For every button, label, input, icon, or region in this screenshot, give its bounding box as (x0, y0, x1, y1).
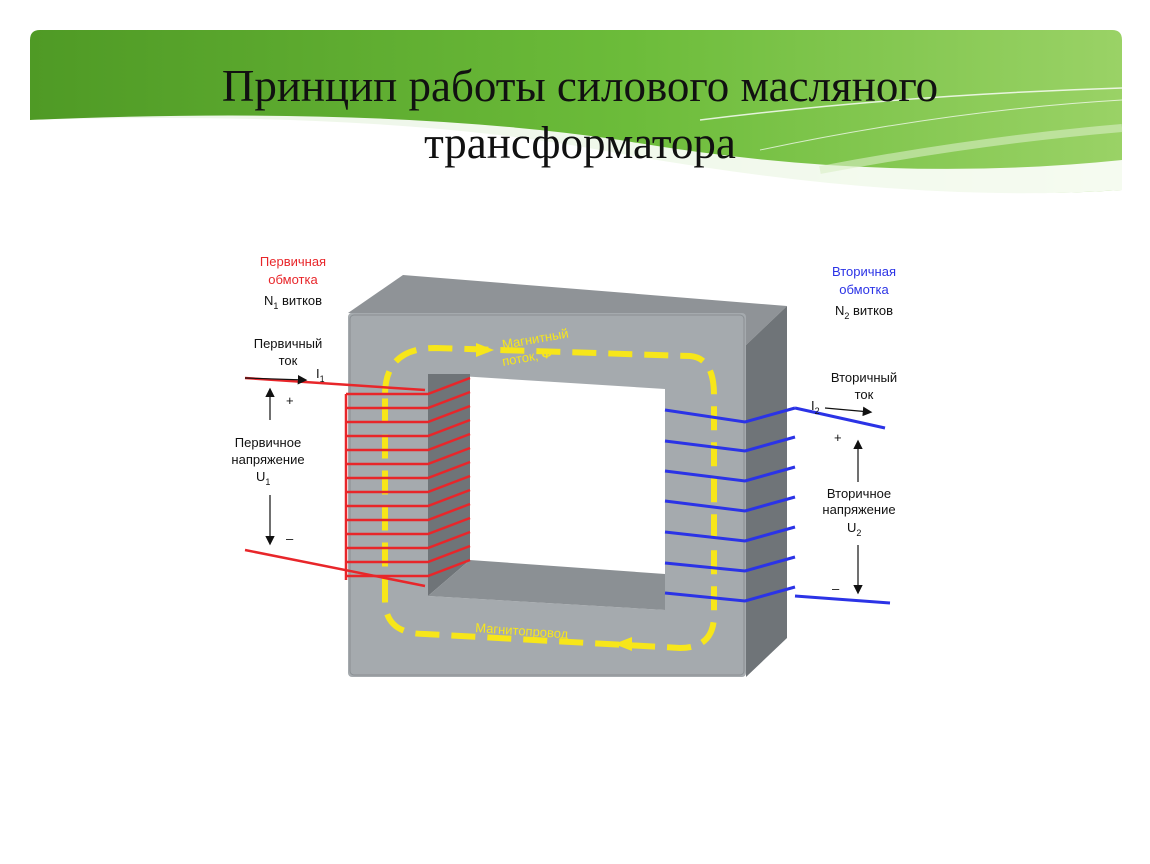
flux-arrow-bottom (614, 637, 632, 651)
secondary-current-symbol: I2 (811, 398, 820, 416)
primary-plus: + (286, 393, 294, 408)
secondary-plus: + (834, 430, 842, 445)
primary-turns-label: N1 витков (264, 293, 322, 311)
primary-winding-label-1: Первичная (260, 254, 326, 269)
secondary-current-label-2: ток (855, 387, 874, 402)
secondary-voltage-symbol: U2 (847, 520, 861, 538)
secondary-voltage-label-1: Вторичное (827, 486, 891, 501)
primary-current-symbol: I1 (316, 366, 325, 384)
secondary-voltage-label-2: напряжение (822, 502, 895, 517)
secondary-winding (664, 406, 891, 605)
primary-voltage-symbol: U1 (256, 469, 270, 487)
core-window (428, 374, 665, 610)
header-banner (30, 30, 1123, 195)
flux-arrow-top (476, 343, 494, 357)
secondary-current-arrow (824, 406, 873, 417)
title-line-1: Принцип работы силового масляного (221, 61, 939, 111)
title-line-2: трансформатора (424, 118, 736, 168)
secondary-winding-label-1: Вторичная (832, 264, 896, 279)
primary-minus: – (286, 531, 294, 546)
primary-current-label-1: Первичный (254, 336, 323, 351)
flux-label-2: поток, Ф (501, 345, 554, 369)
core-label: Магнитопровод (475, 620, 569, 641)
secondary-current-label-1: Вторичный (831, 370, 897, 385)
primary-winding (244, 376, 471, 588)
secondary-minus: – (832, 581, 840, 596)
core-right-face (746, 306, 787, 677)
primary-voltage-label-2: напряжение (231, 452, 304, 467)
flux-path (382, 344, 717, 652)
primary-current-label-2: ток (279, 353, 298, 368)
secondary-turns-label: N2 витков (835, 303, 893, 321)
primary-winding-label-2: обмотка (268, 272, 318, 287)
secondary-winding-label-2: обмотка (839, 282, 889, 297)
primary-voltage-label-1: Первичное (235, 435, 301, 450)
page-title: Принцип работы силового масляного трансф… (140, 58, 1020, 172)
primary-current-arrow (244, 374, 308, 385)
